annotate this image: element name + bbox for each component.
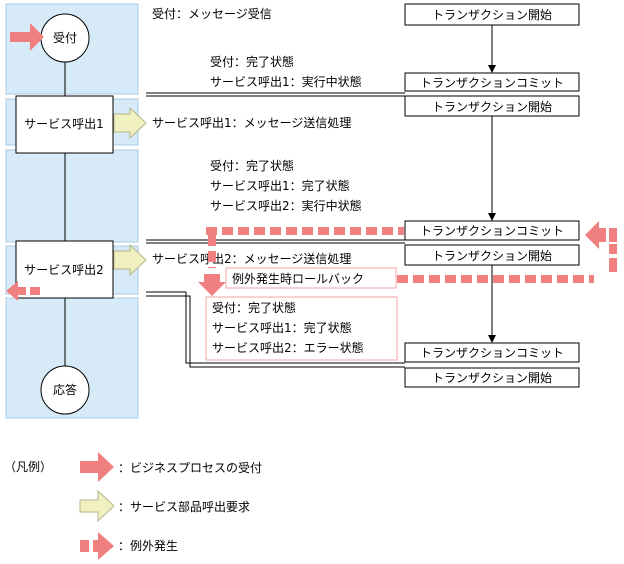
tx1-commit-box	[404, 72, 580, 92]
reception-arrow-icon	[10, 23, 44, 51]
response-node	[40, 365, 90, 415]
swimlane	[5, 3, 139, 419]
state-block-2-line-2: サービス呼出1：完了状態	[210, 178, 350, 193]
legend-reception-label: ：ビジネスプロセスの受付	[118, 461, 262, 475]
legend-title: （凡例）	[4, 460, 52, 474]
error-state-box	[205, 296, 398, 361]
state-block-3-line-3: サービス呼出2：エラー状態	[212, 340, 364, 355]
exception-incoming-tail-2	[609, 244, 617, 254]
connector-commit-3-a	[146, 291, 405, 364]
tx2-commit-label: トランザクションコミット	[420, 224, 564, 238]
connector-lines	[146, 92, 405, 368]
service-call-2-request-arrow-icon	[113, 243, 147, 277]
exception-incoming-tail-1	[609, 228, 617, 242]
exception-path	[206, 227, 594, 283]
tx3-begin-label: トランザクション開始	[432, 249, 552, 263]
state-block-2-line-3: サービス呼出2：実行中状態	[210, 198, 362, 213]
exception-down-arrow-icon	[198, 274, 226, 296]
service-call-1-request-arrow-icon	[113, 106, 147, 140]
tx1-begin-label: トランザクション開始	[432, 8, 552, 22]
response-label: 応答	[53, 382, 77, 397]
state-block-3-line-2: サービス呼出1：完了状態	[212, 320, 352, 335]
tx1-commit-label: トランザクションコミット	[420, 76, 564, 90]
service2-send-note: サービス呼出2：メッセージ送信処理	[152, 251, 351, 266]
exception-return-tail	[30, 287, 40, 295]
tx4-begin-label: トランザクション開始	[432, 371, 552, 385]
service1-send-note: サービス呼出1：メッセージ送信処理	[152, 115, 351, 130]
legend: （凡例） ：ビジネスプロセスの受付 ：サービス部品呼出要求 ：例外発生	[4, 452, 262, 560]
reception-receive-note: 受付：メッセージ受信	[152, 7, 272, 21]
legend-exception-arrow-icon	[93, 532, 114, 560]
exception-incoming-arrow-icon	[585, 221, 606, 249]
service-call-1-node	[15, 95, 114, 154]
state-block-2: 受付：完了状態 サービス呼出1：完了状態 サービス呼出2：実行中状態	[210, 158, 362, 213]
legend-exception-tail	[80, 540, 89, 552]
service-call-1-label: サービス呼出1	[24, 117, 104, 131]
state-block-3: 受付：完了状態 サービス呼出1：完了状態 サービス呼出2：エラー状態	[212, 300, 364, 355]
tx4-begin-box	[404, 367, 580, 388]
state-block-1: 受付：完了状態 サービス呼出1：実行中状態	[210, 54, 362, 89]
transactions: トランザクション開始 トランザクションコミット トランザクション開始 トランザク…	[404, 3, 580, 388]
exception-incoming-tail-3	[609, 258, 617, 272]
state-block-1-line-2: サービス呼出1：実行中状態	[210, 74, 362, 89]
lane-band-3	[5, 149, 139, 243]
legend-call-label: ：サービス部品呼出要求	[118, 499, 250, 514]
tx3-commit-label: トランザクションコミット	[420, 346, 564, 360]
exception-return-arrow-icon	[6, 281, 26, 301]
tx3-commit-box	[404, 342, 580, 363]
rollback-box	[225, 267, 397, 289]
tx2-commit-box	[404, 220, 580, 241]
legend-exception-label: ：例外発生	[118, 539, 178, 553]
connector-commit-3-b	[146, 295, 405, 368]
service-call-2-label: サービス呼出2	[24, 263, 104, 277]
state-block-1-line-1: 受付：完了状態	[210, 54, 294, 69]
tx2-begin-label: トランザクション開始	[432, 100, 552, 114]
state-block-2-line-1: 受付：完了状態	[210, 158, 294, 173]
legend-reception-arrow-icon	[80, 452, 114, 482]
legend-call-arrow-icon	[79, 489, 115, 523]
reception-label: 受付	[53, 31, 77, 45]
rollback-label: 例外発生時ロールバック	[232, 272, 364, 286]
state-block-3-line-1: 受付：完了状態	[212, 300, 296, 315]
